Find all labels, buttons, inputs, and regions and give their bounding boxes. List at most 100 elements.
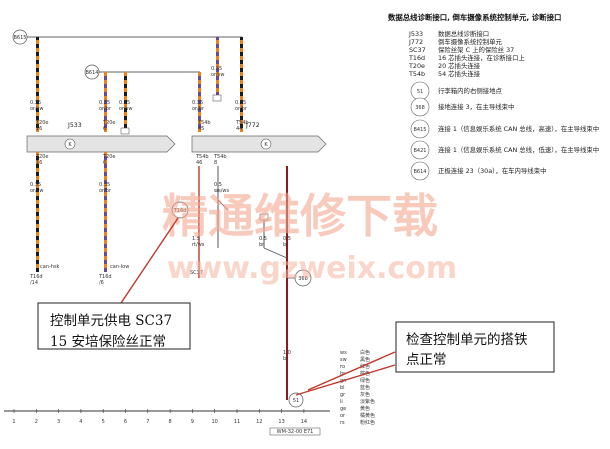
svg-text:ws: ws [340,350,347,356]
svg-text:橘黄色: 橘黄色 [360,412,375,419]
svg-text:br: br [283,356,289,362]
svg-text:0.5: 0.5 [259,236,267,242]
component-legend: J533 数据总线诊断接口 J772 倒车摄像系统控制单元 SC37 保险丝架 … [408,29,525,78]
wire-orbr [104,72,107,132]
wire-orsw [124,72,127,130]
svg-text:T16d: T16d [173,208,187,214]
svg-text:0.35: 0.35 [119,100,130,106]
watermark-text: 精通维修下载 [162,189,438,243]
svg-text:T16d: T16d [98,274,112,280]
callout-right-line2: 点正常 [406,352,447,368]
svg-text:46: 46 [196,160,202,166]
svg-text:rs: rs [340,420,345,426]
svg-text:or/br: or/br [235,106,248,112]
svg-text:0.35: 0.35 [192,100,203,106]
ruler-tick-label: 1 [12,419,15,425]
svg-text:0.5: 0.5 [214,182,222,188]
svg-text:T16d: T16d [29,274,43,280]
ref-desc: 行李箱内的右侧接地点 [438,86,503,95]
wire-orsw [36,37,39,132]
svg-text:sw: sw [340,357,347,363]
component-desc: 54 芯插头连接 [438,69,481,78]
svg-text:1.5: 1.5 [192,236,200,242]
svg-text:or/sw: or/sw [30,106,44,112]
svg-text:T54b: T54b [195,154,209,160]
diagram-title: 数据总线诊断接口, 倒车摄像系统控制单元, 诊断接口 [388,13,561,22]
svg-text:br: br [259,242,265,248]
ref-code: B614 [414,169,427,175]
wire-orbr [104,152,107,272]
wire-orsw [36,152,39,272]
svg-text:T20e: T20e [35,154,49,160]
svg-text:br: br [283,242,289,248]
ref-desc: 正极连接 23（30a），在车内导线束中 [438,166,546,175]
svg-text:can-low: can-low [110,264,129,270]
svg-text:T54b: T54b [235,120,249,126]
svg-text:gr: gr [340,392,346,398]
wire-orsw [240,37,243,132]
svg-text:ge: ge [340,406,346,412]
ref-code: 51 [417,89,423,95]
svg-text:6: 6 [103,160,106,166]
component-code: T16d [408,54,425,62]
svg-text:44: 44 [236,126,242,132]
node-51 [288,392,304,408]
ruler-tick-label: 13 [278,419,284,425]
svg-text:T20e: T20e [102,154,116,160]
component-code: SC37 [409,46,426,54]
ruler-code: WM-32-00 E71 [277,429,314,435]
ref-desc: 连接 1（信息娱乐系统 CAN 总线，低速），在主导线束中 [438,145,599,154]
component-desc: 20 芯插头连接 [438,61,481,70]
svg-text:灰色: 灰色 [360,391,370,398]
svg-text:0.5: 0.5 [283,236,291,242]
ruler-tick-label: 4 [79,419,82,425]
j772-module [191,135,327,153]
callout-left-line1: 控制单元供电 SC37 [50,313,172,329]
svg-text:0.35: 0.35 [99,182,110,188]
ruler-tick-label: 7 [146,419,149,425]
ruler-tick-label: 14 [301,419,307,425]
ruler-tick-label: 3 [57,419,60,425]
svg-text:16: 16 [36,126,42,132]
watermark-url: www.gzweix.com [167,251,457,286]
svg-text:1.0: 1.0 [283,350,291,356]
reference-legend: 51 行李箱内的右侧接地点 368 接地连接 3，在主导线束中 B415 连接 … [410,81,599,181]
ruler-tick-label: 6 [124,419,127,425]
callout-left-line2: 15 安培保险丝正常 [50,334,166,350]
svg-text:蓝色: 蓝色 [360,384,370,391]
svg-text:红色: 红色 [360,363,370,370]
callout-left [37,302,191,350]
j772-label: J772 [245,122,260,129]
component-desc: 16 芯插头连接，在诊断接口上 [438,53,525,62]
ref-code: B415 [414,127,427,133]
svg-text:/14: /14 [30,280,38,286]
svg-text:or: or [340,413,346,419]
svg-text:ro: ro [340,364,345,370]
ruler-tick-label: 10 [212,419,218,425]
svg-text:粉红色: 粉红色 [360,419,375,426]
svg-text:0.35: 0.35 [99,100,110,106]
svg-text:or/br: or/br [99,188,112,194]
svg-text:16: 16 [36,160,42,166]
svg-text:0.35: 0.35 [235,100,246,106]
callout-right-line1: 检查控制单元的搭铁 [406,332,528,348]
svg-text:T20e: T20e [35,120,49,126]
svg-text:0.35: 0.35 [30,182,41,188]
svg-text:黄色: 黄色 [360,405,370,412]
svg-text:6: 6 [103,126,106,132]
component-code: T20e [408,62,425,70]
component-desc: 保险丝架 C 上的保险丝 37 [438,45,514,54]
svg-text:or/br: or/br [192,106,205,112]
j533-module [26,135,176,153]
svg-text:T54b: T54b [213,154,227,160]
callout-right [395,321,555,373]
ruler-tick-label: 11 [234,419,240,425]
svg-text:bl: bl [340,385,345,391]
svg-text:绿色: 绿色 [360,377,370,384]
ref-desc: 接地连接 3，在主导线束中 [438,102,514,111]
svg-text:淡紫色: 淡紫色 [360,398,375,405]
svg-text:li: li [340,399,343,405]
ruler-tick-label: 8 [169,419,172,425]
